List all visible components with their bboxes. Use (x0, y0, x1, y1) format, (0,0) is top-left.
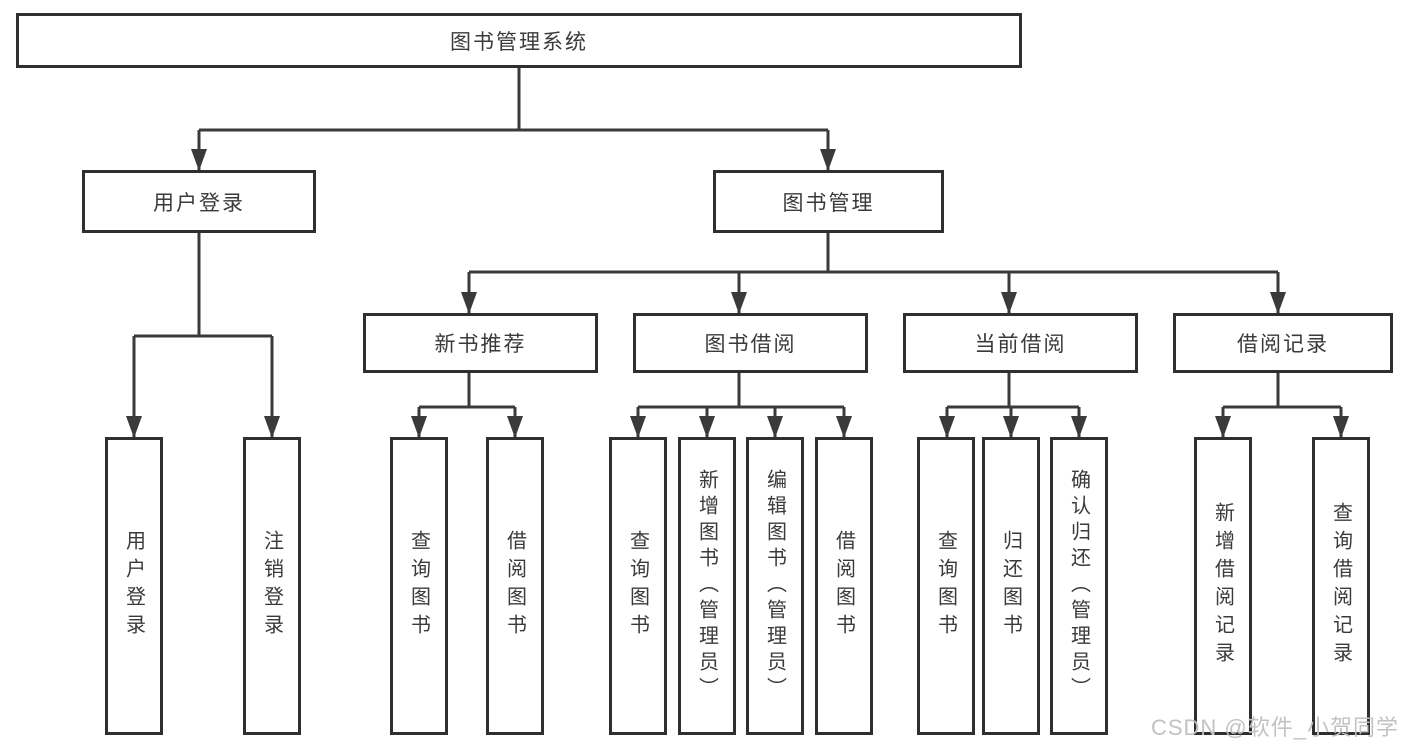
node-borrowing-records: 借阅记录 (1173, 313, 1393, 373)
node-book-management: 图书管理 (713, 170, 944, 233)
node-user-login: 用户登录 (82, 170, 316, 233)
csdn-watermark: CSDN @软件_小贺同学 (1150, 715, 1399, 740)
leaf-user-login: 用户登录 (105, 437, 163, 735)
node-library-system: 图书管理系统 (16, 13, 1022, 68)
leaf-current-query-books: 查询图书 (917, 437, 975, 735)
leaf-borrow-query-books: 查询图书 (609, 437, 667, 735)
leaf-borrow-edit-books-admin: 编辑图书（管理员） (746, 437, 804, 735)
leaf-rec-borrow-books: 借阅图书 (486, 437, 544, 735)
leaf-hist-add-record: 新增借阅记录 (1194, 437, 1252, 735)
leaf-hist-query-record: 查询借阅记录 (1312, 437, 1370, 735)
leaf-borrow-add-books-admin: 新增图书（管理员） (678, 437, 736, 735)
leaf-logout: 注销登录 (243, 437, 301, 735)
node-book-borrowing: 图书借阅 (633, 313, 868, 373)
leaf-rec-query-books: 查询图书 (390, 437, 448, 735)
leaf-current-confirm-return-admin: 确认归还（管理员） (1050, 437, 1108, 735)
leaf-current-return-books: 归还图书 (982, 437, 1040, 735)
leaf-borrow-lend-books: 借阅图书 (815, 437, 873, 735)
node-new-book-recommend: 新书推荐 (363, 313, 598, 373)
node-current-borrowing: 当前借阅 (903, 313, 1138, 373)
